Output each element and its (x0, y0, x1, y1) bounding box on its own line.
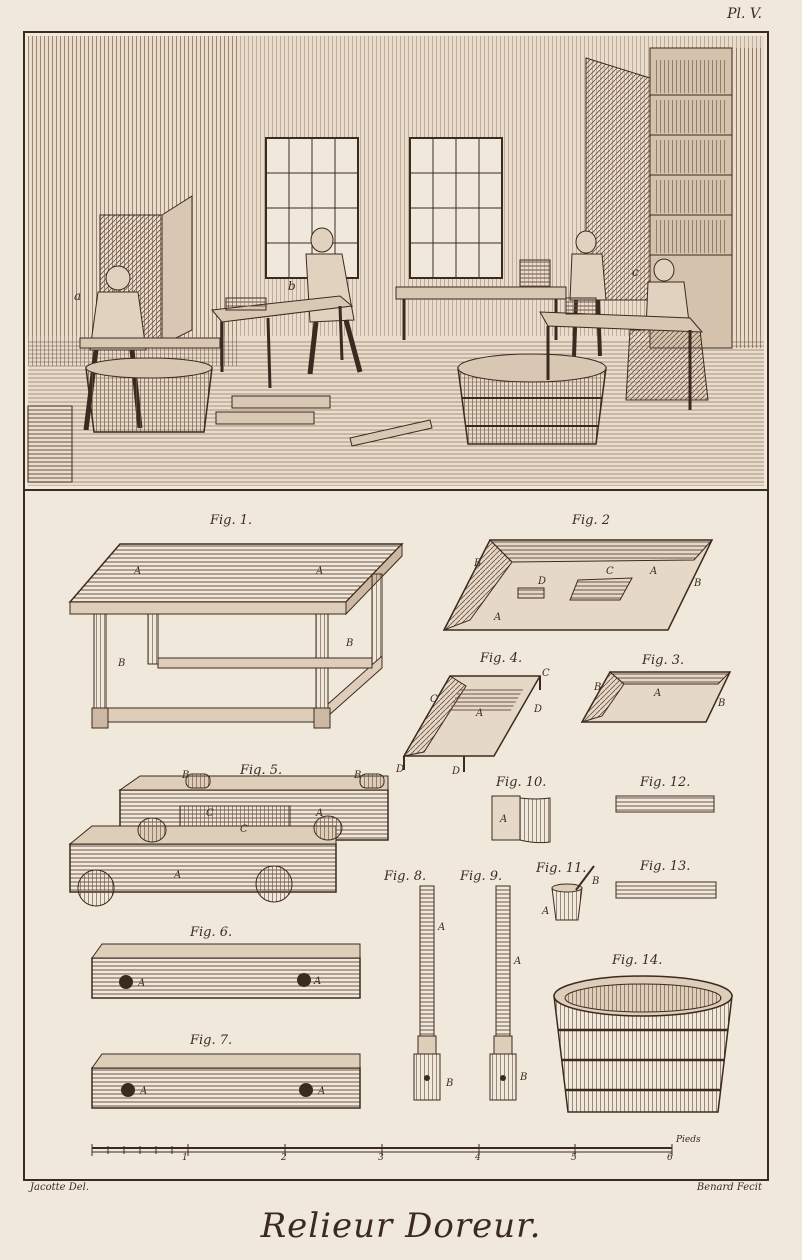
fig5-letter-a2: A (173, 870, 181, 881)
fig5-press (68, 773, 389, 907)
fig12-label: Fig. 12. (639, 775, 690, 790)
fig4-letter-c1: C (430, 694, 438, 705)
scale-tick-1: 1 (182, 1153, 188, 1163)
fig4-letter-c2: C (542, 668, 550, 679)
credit-draughtsman: Jacotte Del. (30, 1182, 90, 1193)
fig2-label: Fig. 2 (571, 513, 610, 528)
fig8-screw (413, 885, 441, 1101)
scale-unit: Pieds (675, 1135, 701, 1145)
fig1-letter-b1: B (117, 658, 125, 669)
fig10-letter-a: A (499, 814, 507, 825)
fig12-bar (615, 795, 715, 813)
tub-left (85, 357, 213, 433)
vignette-letter-a: a (74, 289, 81, 303)
fig5-letter-b2: B (353, 770, 361, 781)
fig3-tray (580, 671, 732, 723)
fig4-letter-a: A (475, 708, 483, 719)
fig8-letter-b: B (445, 1078, 453, 1089)
fig8-label: Fig. 8. (383, 869, 426, 884)
fig13-label: Fig. 13. (639, 859, 690, 874)
fig4-letter-d2: D (395, 764, 404, 775)
fig1-letter-b2: B (345, 638, 353, 649)
fig5-label: Fig. 5. (239, 763, 282, 778)
fig11-letter-a: A (541, 906, 549, 917)
fig5-letter-c1: C (206, 808, 214, 819)
fig7-letter-a1: A (139, 1086, 147, 1097)
fig7-letter-a2: A (317, 1086, 325, 1097)
vignette-letter-b: b (288, 279, 296, 293)
workshop-vignette (27, 36, 764, 486)
fig5-letter-c2: C (240, 824, 248, 835)
fig2-tray (442, 539, 714, 631)
fig2-letter-a1: A (649, 566, 657, 577)
fig2-letter-b2: B (693, 578, 701, 589)
fig3-letter-b2: B (717, 698, 725, 709)
credit-engraver: Benard Fecit (696, 1182, 762, 1193)
fig9-label: Fig. 9. (459, 869, 502, 884)
fig9-letter-a: A (513, 956, 521, 967)
scale-tick-2: 2 (280, 1153, 287, 1163)
fig3-letter-b1: B (593, 682, 601, 693)
fig14-tub (553, 975, 733, 1113)
fig2-letter-b1: B (473, 558, 481, 569)
fig11-pot (551, 865, 595, 921)
fig10-label: Fig. 10. (495, 775, 546, 790)
scale-tick-6: 6 (667, 1153, 673, 1163)
fig5-letter-a1: A (315, 808, 323, 819)
scale-tick-3: 3 (378, 1153, 384, 1163)
fig6-label: Fig. 6. (189, 925, 232, 940)
plate-number: Pl. V. (727, 6, 762, 22)
vignette-letter-c: c (632, 265, 639, 279)
fig6-letter-a1: A (137, 978, 145, 989)
scale-bar (91, 1144, 673, 1156)
plate-title: Relieur Doreur. (260, 1206, 542, 1246)
fig10-book (491, 795, 551, 844)
fig8-letter-a: A (437, 922, 445, 933)
fig4-label: Fig. 4. (479, 651, 522, 666)
fig11-label: Fig. 11. (535, 861, 586, 876)
fig9-screw (489, 885, 517, 1101)
tub-center (457, 353, 607, 445)
fig2-letter-a2: A (493, 612, 501, 623)
bookshelf (649, 47, 764, 349)
fig4-letter-d1: D (533, 704, 542, 715)
fig6-letter-a2: A (313, 976, 321, 987)
fig2-letter-d: D (537, 576, 546, 587)
window-right (409, 137, 503, 279)
fig9-letter-b: B (519, 1072, 527, 1083)
fig1-label: Fig. 1. (209, 513, 252, 528)
fig7-label: Fig. 7. (189, 1033, 232, 1048)
fig6-beam (91, 943, 361, 999)
fig11-letter-b: B (591, 876, 599, 887)
fig1-letter-a1: A (133, 566, 141, 577)
fig1-letter-a2: A (315, 566, 323, 577)
fig1-table (68, 542, 404, 729)
fig4-scoop (402, 675, 542, 772)
scale-tick-5: 5 (571, 1153, 577, 1163)
fig13-bar (615, 881, 717, 899)
fig3-letter-a: A (653, 688, 661, 699)
fig2-letter-c: C (606, 566, 614, 577)
fig4-letter-d3: D (451, 766, 460, 777)
fig3-label: Fig. 3. (641, 653, 684, 668)
fig5-letter-b1: B (181, 770, 189, 781)
scale-tick-4: 4 (474, 1153, 481, 1163)
fig14-label: Fig. 14. (611, 953, 662, 968)
fig7-beam (91, 1053, 361, 1109)
